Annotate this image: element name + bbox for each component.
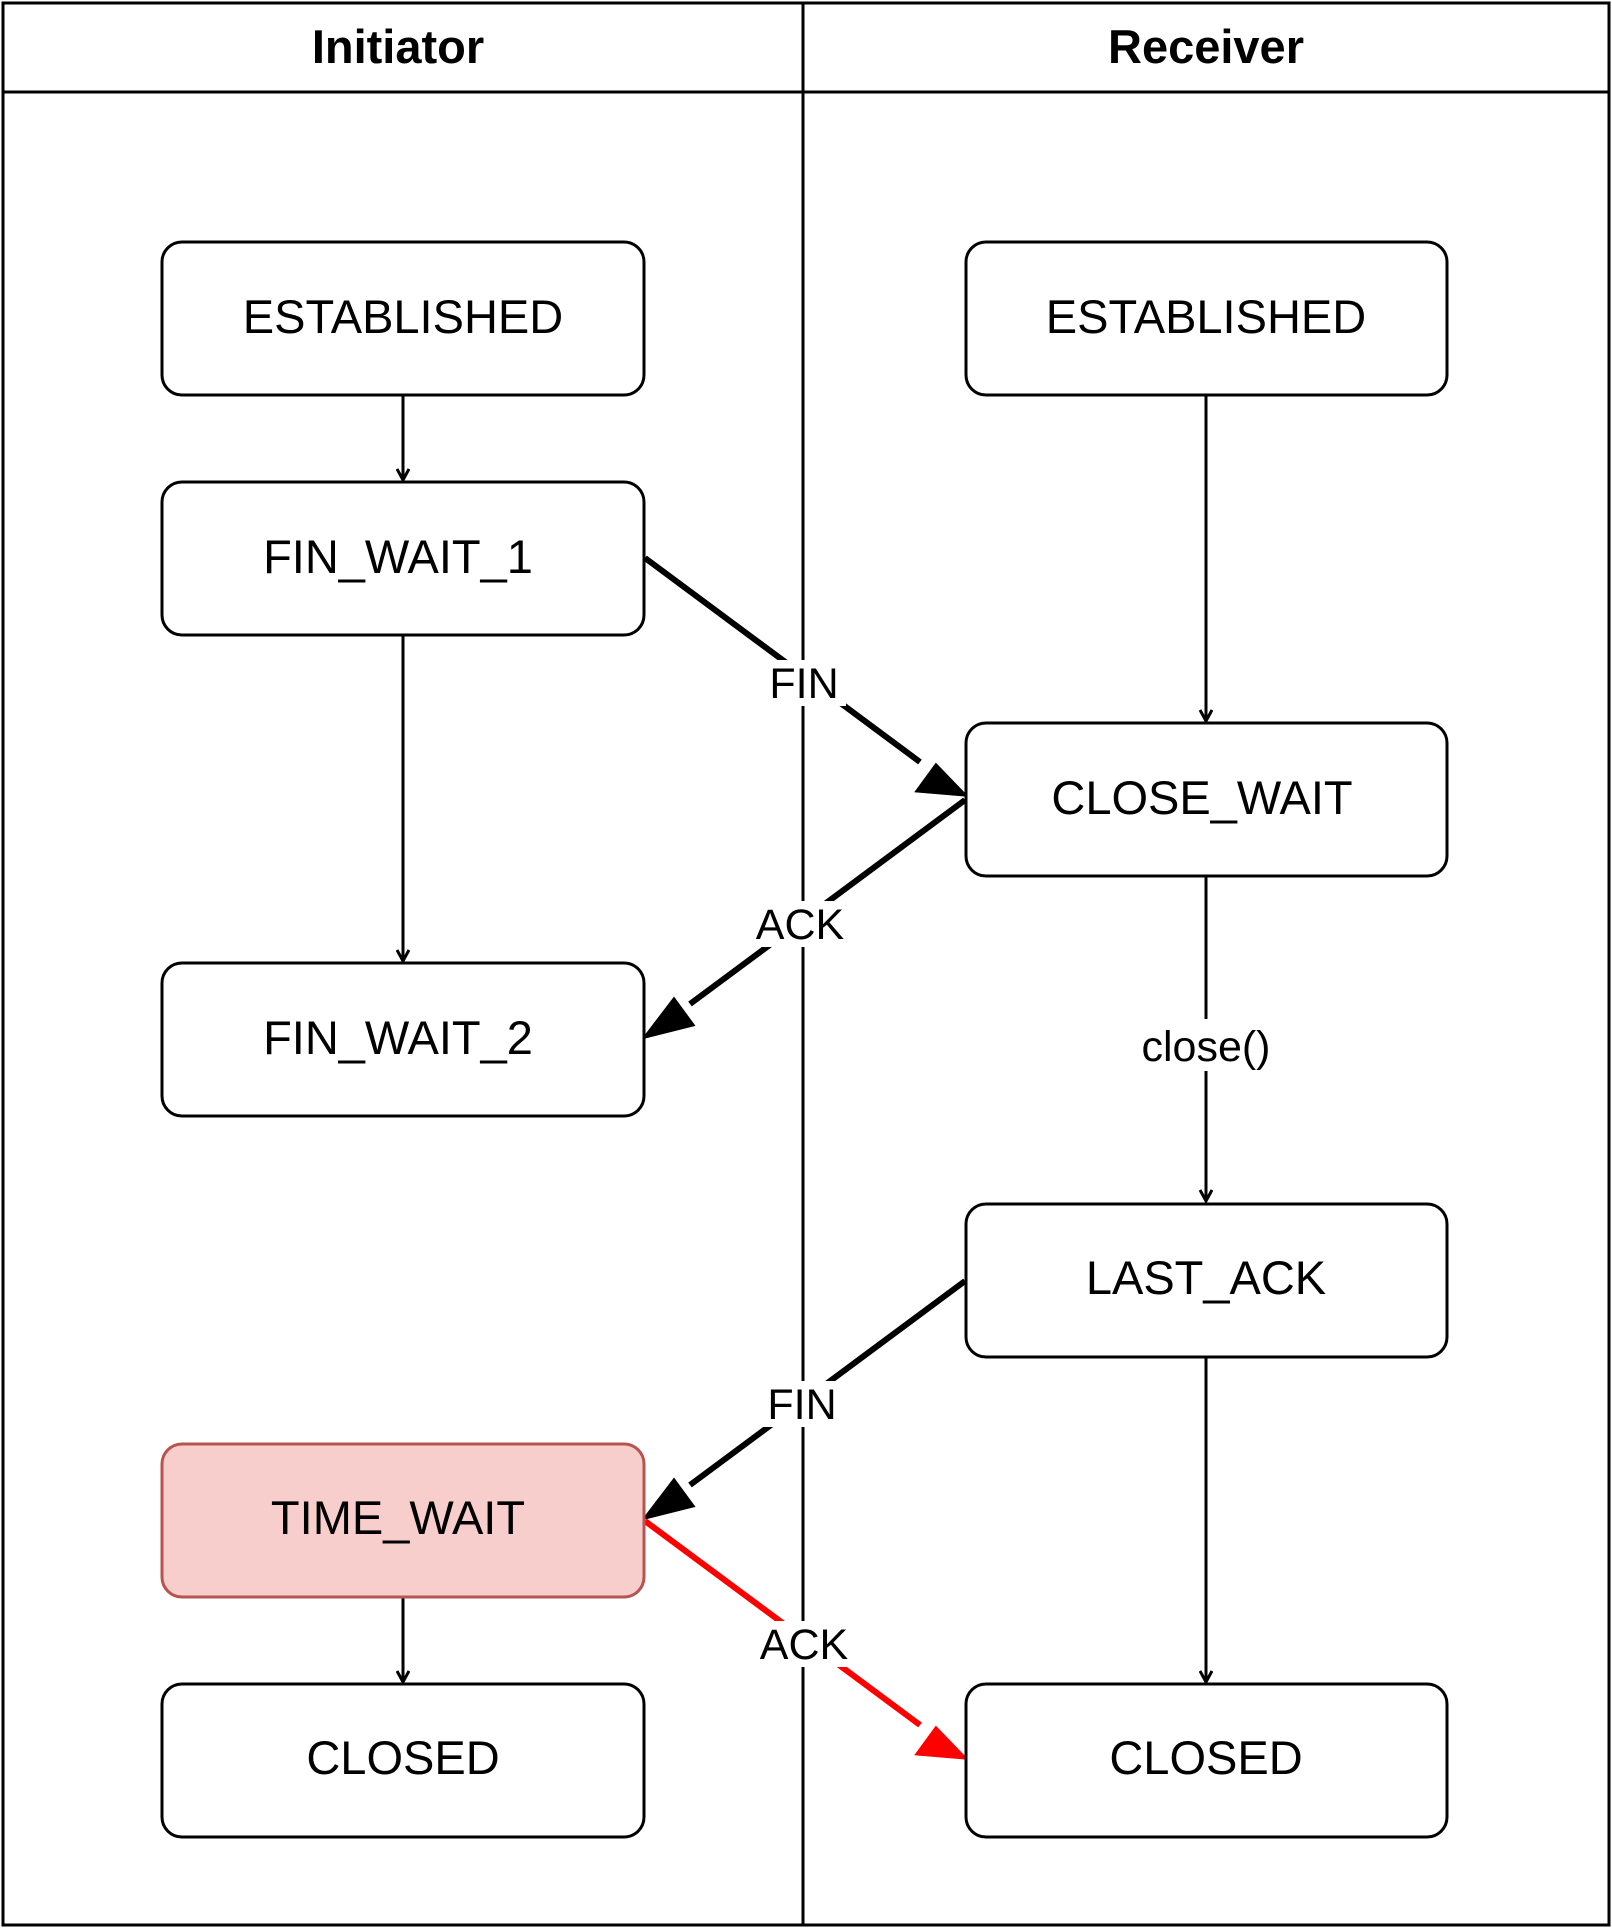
state-label: ESTABLISHED — [1046, 290, 1366, 343]
state-label: CLOSE_WAIT — [1051, 771, 1352, 824]
state-initiator-established: ESTABLISHED — [160, 240, 646, 397]
arrowhead-ack-2 — [914, 1725, 969, 1760]
arrowhead-fin-2 — [641, 1477, 696, 1521]
state-receiver-closed: CLOSED — [964, 1682, 1449, 1839]
state-receiver-established: ESTABLISHED — [964, 240, 1449, 397]
state-label: CLOSED — [306, 1731, 499, 1784]
lane-title-initiator: Initiator — [312, 20, 484, 73]
label-fin-2: FIN — [767, 1381, 836, 1429]
state-label: CLOSED — [1109, 1731, 1302, 1784]
state-label: LAST_ACK — [1086, 1251, 1326, 1304]
label-ack-1: ACK — [756, 901, 845, 949]
state-label: TIME_WAIT — [271, 1491, 525, 1544]
state-label: FIN_WAIT_1 — [263, 530, 533, 583]
arrowhead-ack-1 — [641, 996, 696, 1040]
label-close-call: close() — [1141, 1023, 1270, 1071]
label-ack-2: ACK — [760, 1621, 849, 1669]
state-fin-wait-1: FIN_WAIT_1 — [160, 480, 646, 637]
state-time-wait: TIME_WAIT — [160, 1442, 646, 1599]
state-initiator-closed: CLOSED — [160, 1682, 646, 1839]
state-fin-wait-2: FIN_WAIT_2 — [160, 961, 646, 1118]
state-label: ESTABLISHED — [243, 290, 563, 343]
state-close-wait: CLOSE_WAIT — [964, 721, 1449, 878]
lane-title-receiver: Receiver — [1108, 20, 1304, 73]
arrowhead-fin-1 — [914, 762, 969, 797]
state-last-ack: LAST_ACK — [964, 1202, 1449, 1359]
label-fin-1: FIN — [769, 660, 838, 708]
state-label: FIN_WAIT_2 — [263, 1011, 533, 1064]
